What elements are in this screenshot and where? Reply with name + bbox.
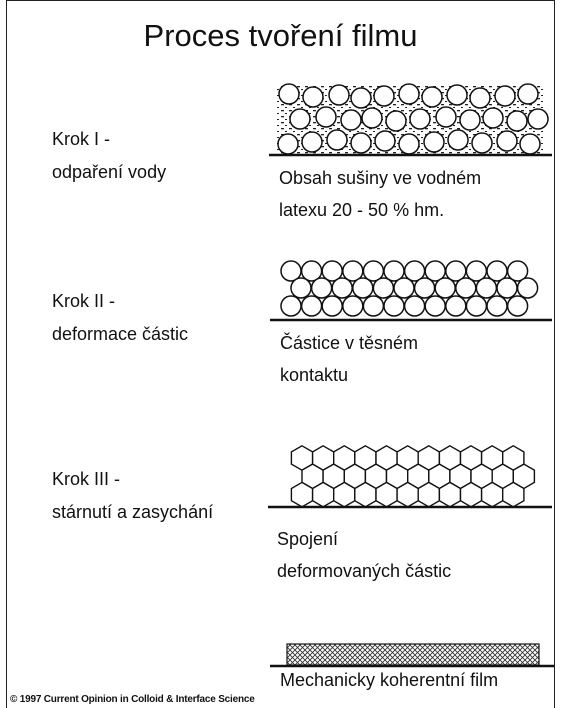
particle <box>341 110 361 130</box>
particle <box>373 278 393 298</box>
particle <box>302 296 322 316</box>
deformed-particle <box>503 482 524 506</box>
particle <box>436 107 456 127</box>
particle <box>329 85 349 105</box>
deformed-particle <box>461 482 482 506</box>
particle <box>405 296 425 316</box>
particle <box>446 296 466 316</box>
particle <box>303 87 323 107</box>
particle <box>415 278 435 298</box>
particle <box>422 87 442 107</box>
deformed-particle <box>334 482 355 506</box>
step-1-dispersion-diagram <box>269 84 552 155</box>
particle <box>435 278 455 298</box>
particle <box>316 107 336 127</box>
particle <box>362 108 382 128</box>
deformed-particle <box>376 482 397 506</box>
deformed-particle <box>439 482 460 506</box>
coherent-film <box>287 644 539 665</box>
particle <box>518 278 538 298</box>
particle <box>424 132 444 152</box>
particle <box>518 84 538 104</box>
particle <box>472 133 492 153</box>
step-3-deformed-diagram <box>268 446 552 507</box>
particle <box>394 278 414 298</box>
particle <box>384 296 404 316</box>
particle <box>497 278 517 298</box>
dispersed-particles <box>278 84 548 154</box>
particle <box>351 88 371 108</box>
particle <box>487 296 507 316</box>
particle <box>476 278 496 298</box>
particle <box>279 84 299 104</box>
particle <box>386 111 406 131</box>
particle <box>497 131 517 151</box>
particle <box>375 131 395 151</box>
particle <box>312 278 332 298</box>
particle <box>332 278 352 298</box>
particle <box>447 85 467 105</box>
particle <box>302 132 322 152</box>
particle <box>343 296 363 316</box>
deformed-particle <box>313 482 334 506</box>
particle <box>470 88 490 108</box>
particle <box>363 296 383 316</box>
particle <box>425 296 445 316</box>
particle <box>483 108 503 128</box>
particle <box>460 110 480 130</box>
particle <box>278 134 298 154</box>
particle <box>448 130 468 150</box>
particle <box>508 296 528 316</box>
particle <box>456 278 476 298</box>
particle <box>351 133 371 153</box>
step-2-packed-diagram <box>270 261 552 320</box>
deformed-particle <box>397 482 418 506</box>
step-4-film-diagram <box>270 644 554 666</box>
deformed-particle <box>355 482 376 506</box>
particle <box>528 109 548 129</box>
particle <box>410 109 430 129</box>
particle <box>291 278 311 298</box>
packed-particles <box>281 261 538 316</box>
particle <box>322 296 342 316</box>
particle <box>353 278 373 298</box>
deformed-particles <box>291 446 534 507</box>
particle <box>281 296 301 316</box>
deformed-particle <box>482 482 503 506</box>
particle <box>399 134 419 154</box>
particle <box>399 84 419 104</box>
particle <box>507 111 527 131</box>
deformed-particle <box>291 482 312 506</box>
particle <box>290 109 310 129</box>
particle <box>520 134 540 154</box>
particle <box>374 86 394 106</box>
deformed-particle <box>418 482 439 506</box>
particle <box>327 130 347 150</box>
particle <box>495 86 515 106</box>
particle <box>466 296 486 316</box>
